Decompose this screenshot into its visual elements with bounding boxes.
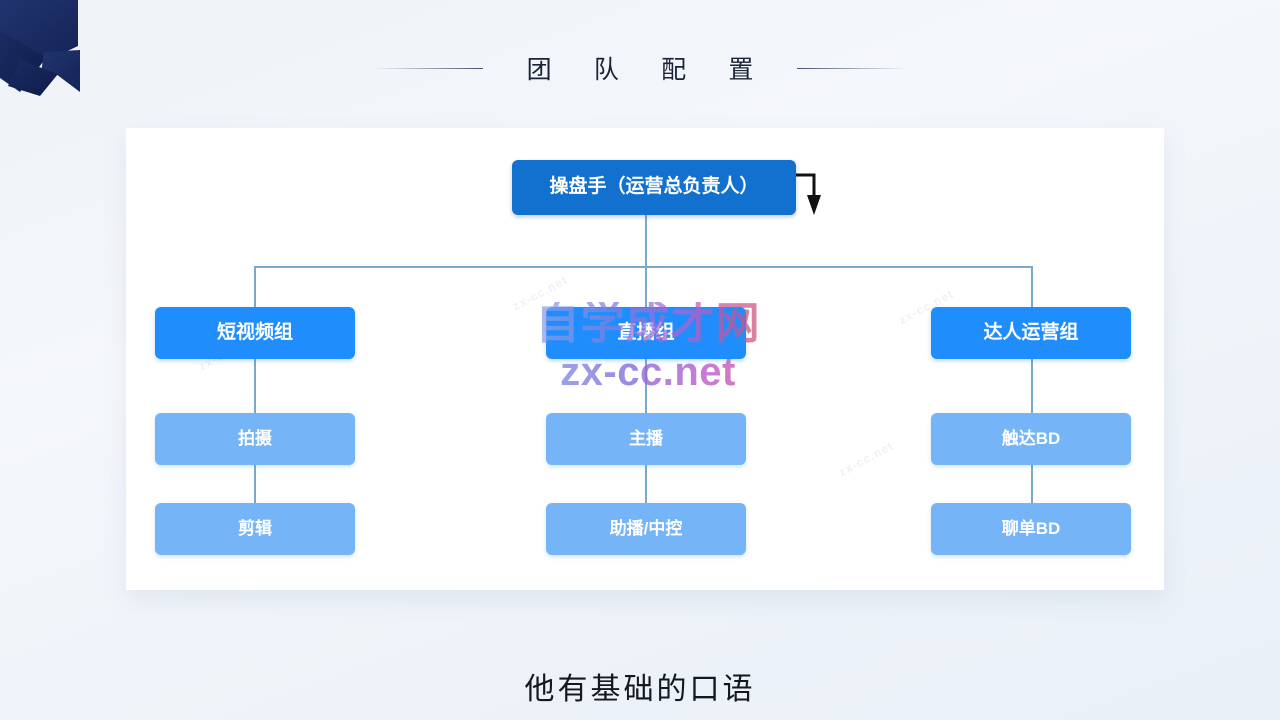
org-node-livestream-group[interactable]: 直播组 — [546, 307, 746, 359]
org-node-shooting[interactable]: 拍摄 — [155, 413, 355, 465]
slide-title-row: 团 队 配 置 — [0, 44, 1280, 92]
org-node-influencer-ops-group[interactable]: 达人运营组 — [931, 307, 1131, 359]
title-rule-right — [797, 67, 908, 69]
slide-caption: 他有基础的口语 — [524, 673, 756, 706]
page-title: 团 队 配 置 — [526, 57, 772, 84]
org-node-root[interactable]: 操盘手（运营总负责人） — [512, 160, 796, 215]
org-node-anchor[interactable]: 主播 — [546, 413, 746, 465]
org-node-chat-bd[interactable]: 聊单BD — [931, 503, 1131, 555]
org-node-assistant-anchor[interactable]: 助播/中控 — [546, 503, 746, 555]
org-node-editing[interactable]: 剪辑 — [155, 503, 355, 555]
org-node-outreach-bd[interactable]: 触达BD — [931, 413, 1131, 465]
title-rule-left — [372, 67, 483, 69]
org-node-short-video-group[interactable]: 短视频组 — [155, 307, 355, 359]
